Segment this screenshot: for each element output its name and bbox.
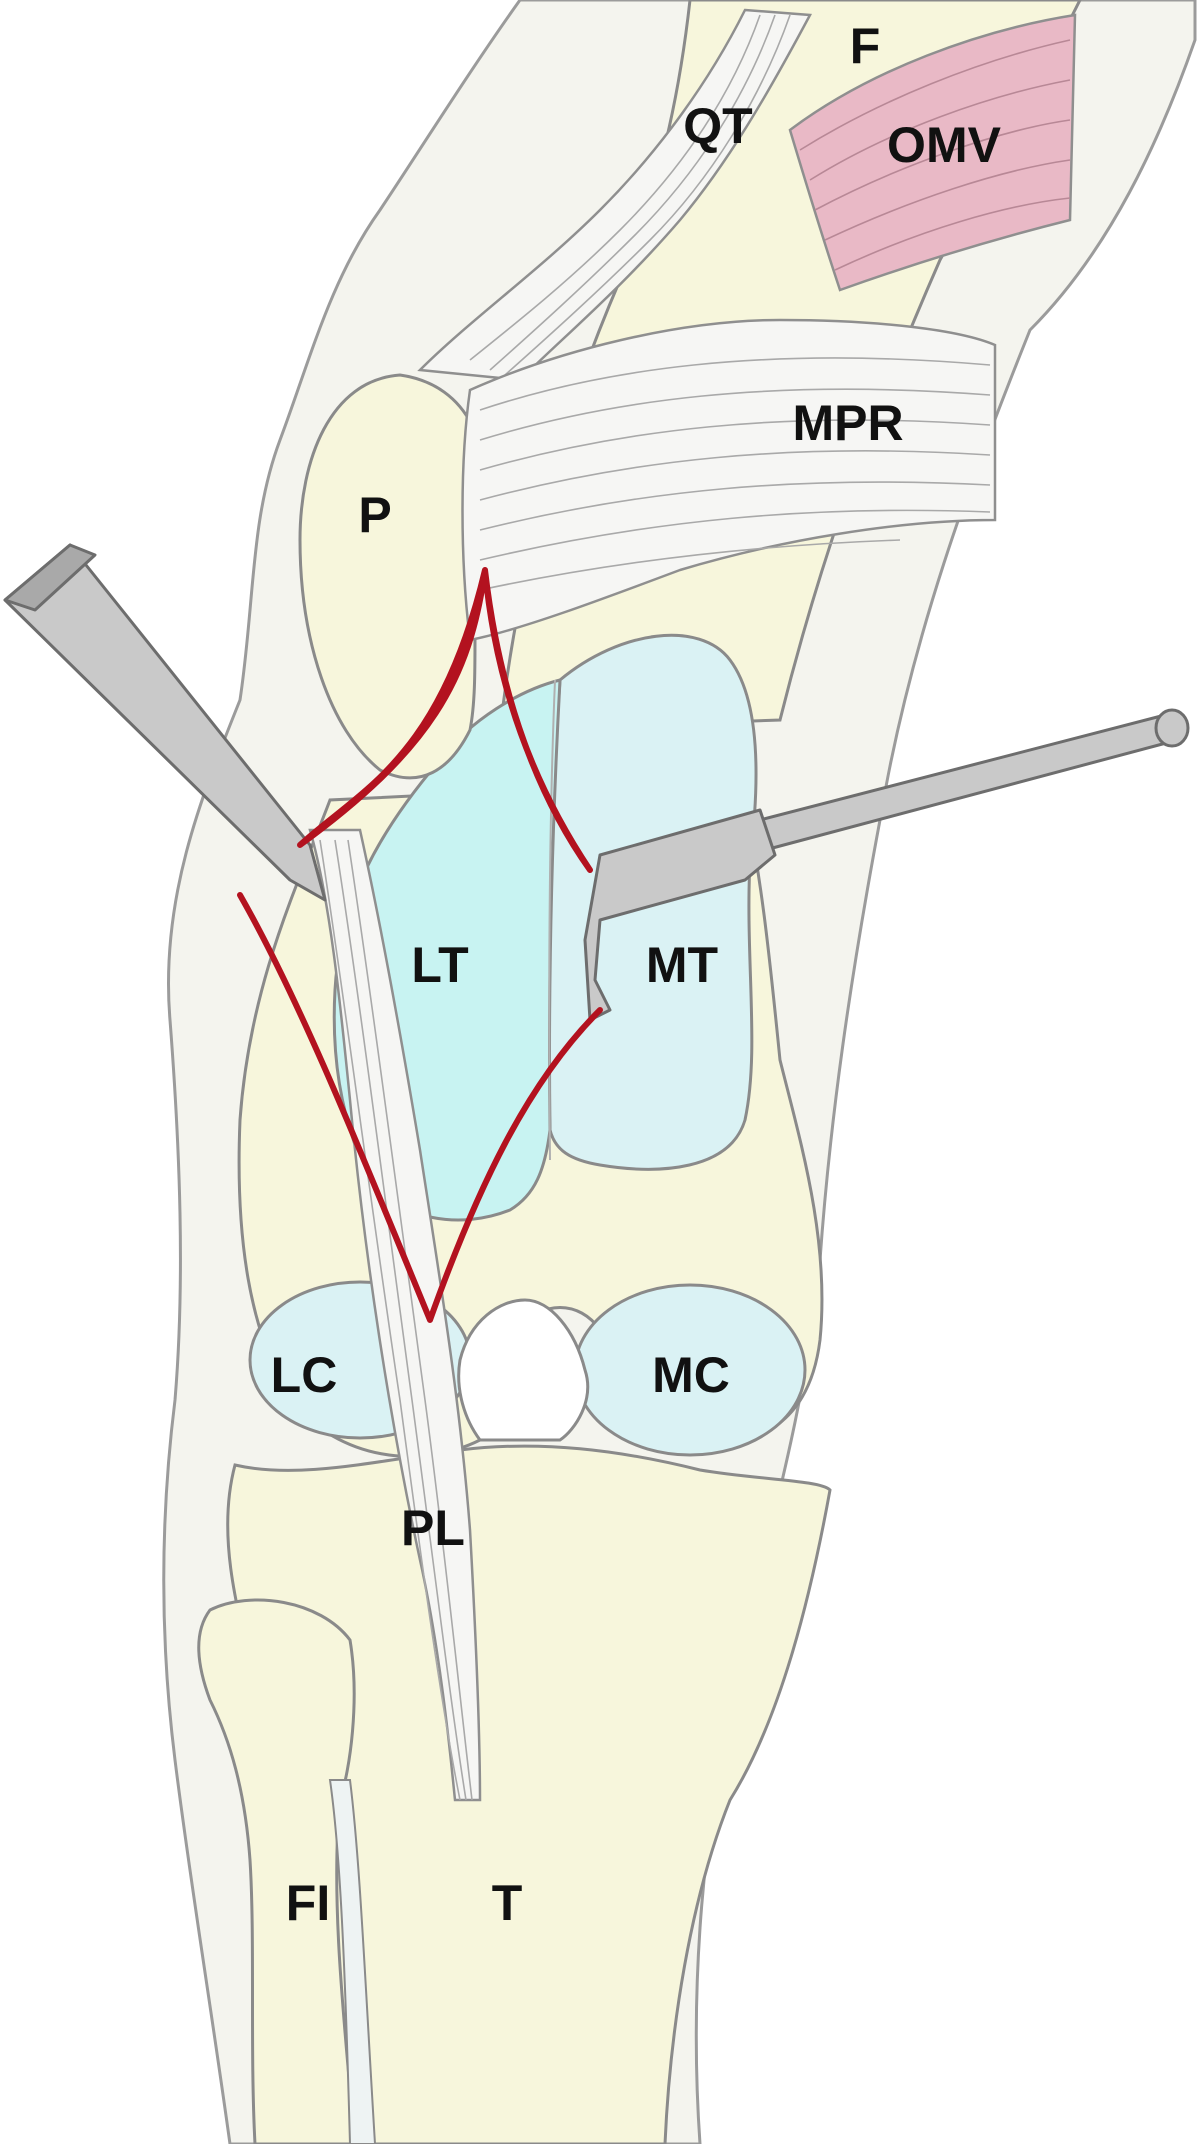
fibula-edge: [328, 1779, 377, 2144]
label-medial-condyle: MC: [652, 1347, 730, 1403]
incision-line: [237, 567, 603, 1323]
label-patellar-ligament: PL: [401, 1500, 465, 1556]
label-patella: P: [358, 487, 391, 543]
intercondylar-notch: [457, 1298, 590, 1442]
patellar-ligament-fibers: [319, 839, 473, 1801]
label-quadriceps-tendon: QT: [683, 98, 752, 154]
label-fibula: FI: [286, 1875, 330, 1931]
omv-fibers: [799, 39, 1071, 271]
label-mpr: MPR: [792, 395, 903, 451]
label-tibia: T: [492, 1875, 523, 1931]
lateral-retractor: [3, 543, 327, 902]
quadriceps-fibers: [469, 14, 791, 376]
label-femur: F: [850, 18, 881, 74]
label-medial-trochlea: MT: [646, 937, 718, 993]
omv-muscle: [788, 13, 1077, 292]
label-omv: OMV: [887, 117, 1002, 173]
trochlear-groove: [548, 679, 556, 1161]
patellar-ligament: [308, 828, 482, 1802]
mpr-fibers: [479, 357, 991, 591]
medial-retractor: [583, 708, 1190, 1022]
label-lateral-condyle: LC: [271, 1347, 338, 1403]
label-lateral-trochlea: LT: [411, 937, 468, 993]
mpr-retinaculum: [461, 318, 997, 642]
